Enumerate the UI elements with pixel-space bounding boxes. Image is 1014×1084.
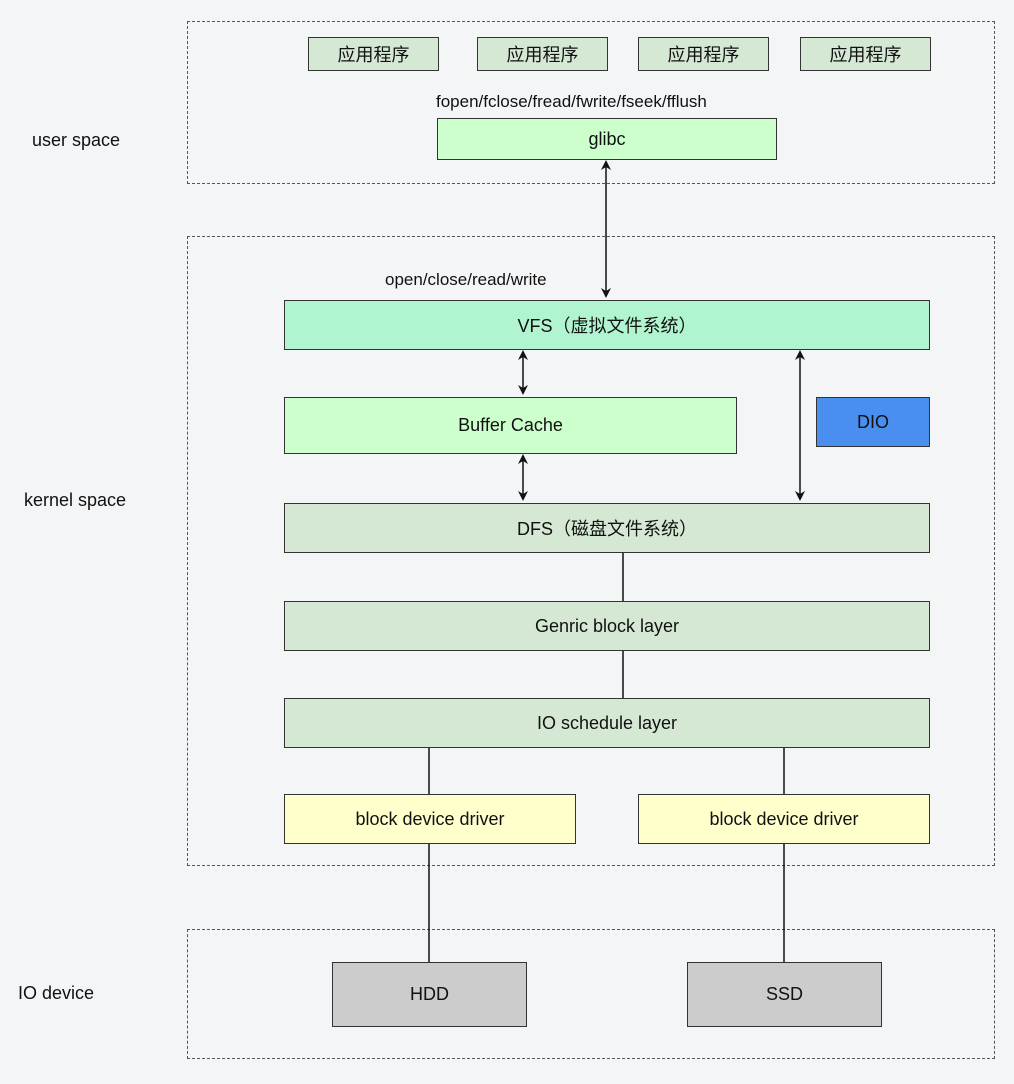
ssd-box: SSD bbox=[687, 962, 882, 1027]
hdd-box: HDD bbox=[332, 962, 527, 1027]
generic-block-layer-box: Genric block layer bbox=[284, 601, 930, 651]
block-device-driver-box: block device driver bbox=[284, 794, 576, 844]
io-schedule-layer-box: IO schedule layer bbox=[284, 698, 930, 748]
block-device-driver-box: block device driver bbox=[638, 794, 930, 844]
user-space-label: user space bbox=[32, 130, 121, 150]
vfs-box: VFS（虚拟文件系统） bbox=[284, 300, 930, 350]
dio-box: DIO bbox=[816, 397, 930, 447]
libc-calls-label: fopen/fclose/fread/fwrite/fseek/fflush bbox=[436, 92, 707, 111]
application-box: 应用程序 bbox=[477, 37, 608, 71]
io-device-region bbox=[187, 929, 995, 1059]
syscalls-label: open/close/read/write bbox=[385, 270, 547, 289]
io-device-label: IO device bbox=[18, 983, 95, 1003]
dfs-box: DFS（磁盘文件系统） bbox=[284, 503, 930, 553]
buffer-cache-box: Buffer Cache bbox=[284, 397, 737, 454]
kernel-space-region bbox=[187, 236, 995, 866]
glibc-box: glibc bbox=[437, 118, 777, 160]
kernel-space-label: kernel space bbox=[24, 490, 127, 510]
application-box: 应用程序 bbox=[308, 37, 439, 71]
user-space-region bbox=[187, 21, 995, 184]
application-box: 应用程序 bbox=[800, 37, 931, 71]
application-box: 应用程序 bbox=[638, 37, 769, 71]
